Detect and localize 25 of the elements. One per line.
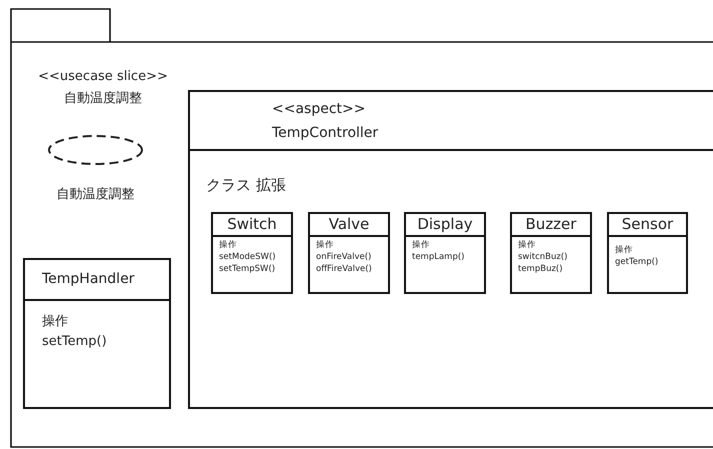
- class-name: Valve: [310, 214, 388, 237]
- class-box: [308, 212, 390, 294]
- class-name: TempHandler: [25, 260, 169, 301]
- operation-list: 操作 switcnBuz() tempBuz(): [518, 239, 568, 275]
- package-frame: [10, 8, 713, 448]
- class-name: Buzzer: [512, 214, 590, 237]
- package-title: <<usecase slice>> 自動温度調整: [37, 68, 169, 108]
- class-name: Sensor: [609, 214, 686, 237]
- operation-list: 操作 getTemp(): [615, 244, 658, 268]
- class-name: Display: [406, 214, 484, 237]
- class-box: [510, 212, 592, 294]
- aspect-title: <<aspect>> TempController: [190, 92, 713, 151]
- operation-list: 操作 onFireValve() offFireValve(): [316, 239, 372, 275]
- use-case-ellipse: [48, 135, 143, 165]
- aspect-box: [188, 90, 713, 409]
- class-box: [404, 212, 486, 294]
- class-name: Switch: [213, 214, 291, 237]
- section-heading: クラス 拡張: [206, 176, 286, 195]
- class-box: [23, 258, 171, 409]
- class-box: [211, 212, 293, 294]
- use-case-label: 自動温度調整: [56, 186, 136, 203]
- operation-list: 操作 tempLamp(): [412, 239, 464, 263]
- operation-list: 操作 setModeSW() setTempSW(): [219, 239, 276, 275]
- class-box: [607, 212, 688, 294]
- operation-list: 操作 setTemp(): [42, 312, 107, 352]
